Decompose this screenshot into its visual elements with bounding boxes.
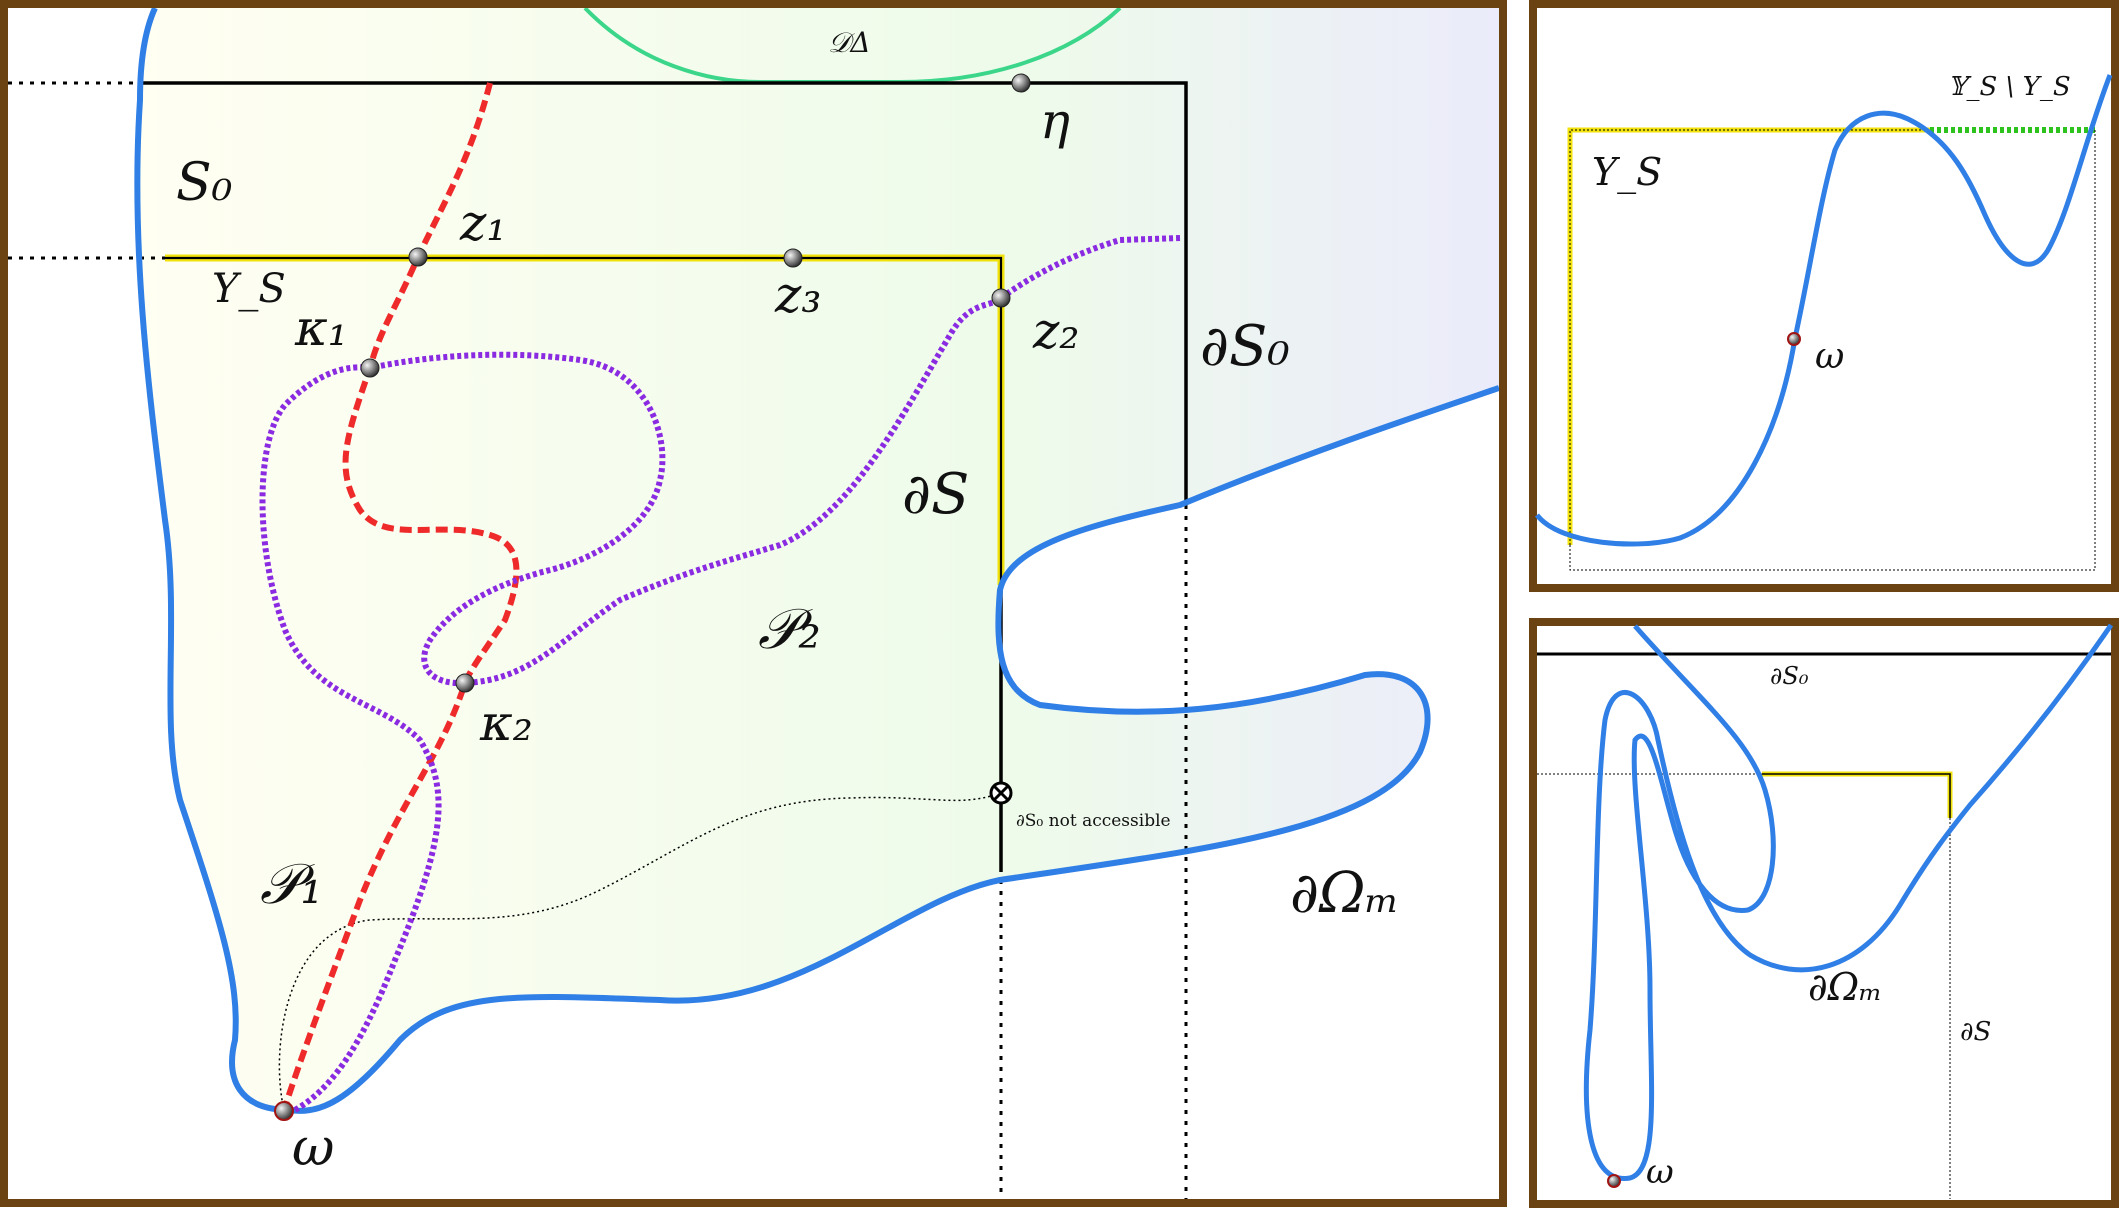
label-domega-m-main: ∂Ωₘ	[1290, 861, 1400, 926]
point-omega	[274, 1101, 294, 1121]
inset-top-ys-yellow	[1567, 127, 1930, 545]
label-p2: 𝒫₂	[758, 597, 821, 662]
inset-top-label-omega: ω	[1815, 336, 1844, 377]
region-s0-fill	[137, 8, 1499, 1111]
inset-top-label-ys: Y_S	[1592, 150, 1662, 195]
main-frame	[0, 0, 1507, 1207]
path-p1	[281, 82, 520, 1111]
label-ds-main: ∂S	[902, 462, 969, 527]
label-s0: S₀	[176, 153, 233, 213]
point-kappa2	[455, 673, 475, 693]
label-z3: z₃	[774, 266, 821, 324]
label-d-delta: 𝒟Δ	[828, 26, 871, 59]
inset-top-panel: 𝕐_S \ Y_S Y_S ω	[1529, 0, 2119, 592]
inset-top-point-omega	[1787, 332, 1801, 346]
inset-top-dotted-box	[1569, 130, 2096, 571]
path-p2	[259, 235, 1181, 1113]
inset-bottom-frame	[1529, 618, 2119, 1208]
point-eta	[1011, 73, 1031, 93]
inset-top-curve	[1535, 74, 2113, 547]
inset-bottom-point-omega	[1607, 1174, 1621, 1188]
inset-bottom-label-domega-m: ∂Ωₘ	[1808, 965, 1882, 1009]
boundary-domega-m	[134, 8, 1499, 1114]
main-panel: 𝒟Δ η S₀ z₁ Y_S z₃ κ₁ z₂ ∂S₀ ∂S 𝒫₂ κ₂ ∂S₀…	[0, 0, 1507, 1207]
inset-bottom-label-ds: ∂S	[1960, 1017, 1991, 1047]
not-accessible-marker	[989, 781, 1013, 805]
inset-bottom-label-omega: ω	[1646, 1152, 1674, 1192]
inset-bottom-label-ds0: ∂S₀	[1770, 662, 1809, 690]
label-z2: z₂	[1032, 302, 1079, 360]
point-kappa1	[360, 358, 380, 378]
label-ys: Y_S	[212, 266, 286, 312]
label-omega-main: ω	[292, 1118, 334, 1178]
label-z1: z₁	[459, 194, 506, 252]
point-z1	[408, 247, 428, 267]
inset-bottom-panel: ∂S₀ ∂Ωₘ ∂S ω	[1529, 618, 2119, 1208]
label-kappa1: κ₁	[294, 299, 348, 357]
label-ds0-main: ∂S₀	[1200, 314, 1290, 379]
inset-bottom-ys-core	[1762, 773, 1951, 818]
inset-top-frame	[1529, 0, 2119, 592]
label-p1: 𝒫₁	[260, 852, 323, 917]
ys-segment-core	[165, 256, 1003, 585]
inset-bottom-curve	[1583, 623, 2114, 1181]
label-not-accessible: ∂S₀ not accessible	[1016, 811, 1171, 831]
label-eta: η	[1040, 92, 1070, 150]
point-z3	[783, 248, 803, 268]
label-kappa2: κ₂	[479, 694, 533, 752]
point-z2	[991, 288, 1011, 308]
inset-top-label-ys-minus: 𝕐_S \ Y_S	[1948, 72, 2071, 102]
